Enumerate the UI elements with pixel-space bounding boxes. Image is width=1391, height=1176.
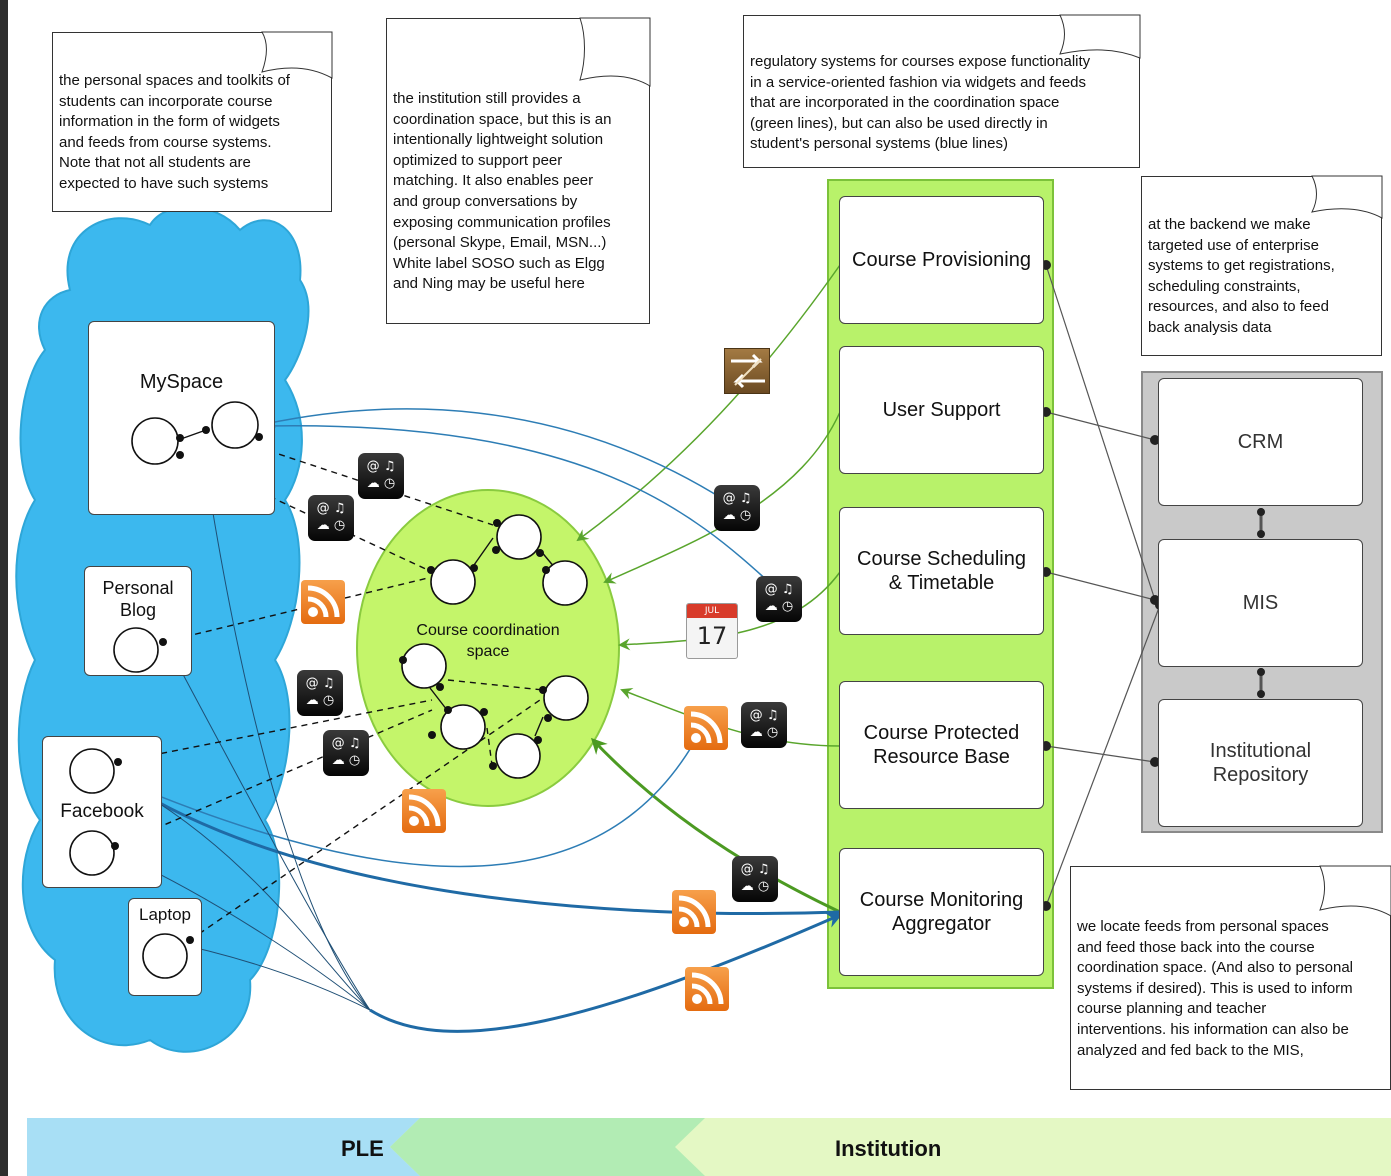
personal-blog-box[interactable]: Personal Blog bbox=[84, 566, 192, 676]
band-ple-label: PLE bbox=[341, 1136, 384, 1161]
crm-box[interactable]: CRM bbox=[1158, 378, 1363, 506]
widget-glyph-top: @ ♫ bbox=[305, 676, 335, 691]
course-resource-base-box[interactable]: Course Protected Resource Base bbox=[839, 681, 1044, 809]
note-backend: at the backend we make targeted use of e… bbox=[1141, 176, 1382, 356]
note-feeds: we locate feeds from personal spaces and… bbox=[1070, 866, 1391, 1090]
widget-icon[interactable]: @ ♫ ☁ ◷ bbox=[308, 495, 354, 541]
course-provisioning-box[interactable]: Course Provisioning bbox=[839, 196, 1044, 324]
widget-glyph-bottom: ☁ ◷ bbox=[305, 693, 335, 708]
rss-icon[interactable] bbox=[685, 967, 729, 1011]
rss-icon[interactable] bbox=[684, 706, 728, 750]
course-monitoring-box[interactable]: Course Monitoring Aggregator bbox=[839, 848, 1044, 976]
widget-glyph-top: @ ♫ bbox=[316, 501, 346, 516]
institutional-repository-box[interactable]: Institutional Repository bbox=[1158, 699, 1363, 827]
myspace-label: MySpace bbox=[139, 371, 224, 393]
widget-icon[interactable]: @ ♫ ☁ ◷ bbox=[732, 856, 778, 902]
rss-icon[interactable] bbox=[301, 580, 345, 624]
widget-glyph-top: @ ♫ bbox=[722, 491, 752, 506]
note-personal-spaces: the personal spaces and toolkits of stud… bbox=[52, 32, 332, 212]
facebook-label: Facebook bbox=[60, 801, 144, 822]
rss-icon[interactable] bbox=[672, 890, 716, 934]
widget-glyph-bottom: ☁ ◷ bbox=[764, 599, 794, 614]
facebook-box[interactable]: Facebook bbox=[42, 736, 162, 888]
widget-glyph-bottom: ☁ ◷ bbox=[749, 725, 779, 740]
crm-label: CRM bbox=[1237, 431, 1284, 453]
widget-glyph-bottom: ☁ ◷ bbox=[366, 476, 396, 491]
widget-icon[interactable]: @ ♫ ☁ ◷ bbox=[358, 453, 404, 499]
course-scheduling-label: Course Scheduling & Timetable bbox=[857, 548, 1026, 594]
note-coordination-space-text: the institution still provides a coordin… bbox=[393, 90, 612, 293]
personal-blog-label: Personal Blog bbox=[102, 578, 174, 620]
widget-glyph-bottom: ☁ ◷ bbox=[316, 518, 346, 533]
coordination-graph-dots bbox=[399, 519, 552, 770]
widget-glyph-top: @ ♫ bbox=[740, 862, 770, 877]
sync-exchange-icon[interactable] bbox=[724, 348, 770, 394]
course-scheduling-box[interactable]: Course Scheduling & Timetable bbox=[839, 507, 1044, 635]
widget-icon[interactable]: @ ♫ ☁ ◷ bbox=[714, 485, 760, 531]
widget-glyph-top: @ ♫ bbox=[764, 582, 794, 597]
coordination-label: Course coordination space bbox=[416, 622, 560, 660]
widget-glyph-bottom: ☁ ◷ bbox=[722, 508, 752, 523]
note-feeds-text: we locate feeds from personal spaces and… bbox=[1077, 918, 1354, 1059]
note-backend-text: at the backend we make targeted use of e… bbox=[1148, 216, 1335, 336]
mis-box[interactable]: MIS bbox=[1158, 539, 1363, 667]
note-personal-spaces-text: the personal spaces and toolkits of stud… bbox=[59, 72, 290, 192]
calendar-month: JUL bbox=[687, 604, 737, 618]
bottom-band bbox=[27, 1118, 1391, 1176]
course-monitoring-label: Course Monitoring Aggregator bbox=[859, 889, 1024, 935]
widget-icon[interactable]: @ ♫ ☁ ◷ bbox=[741, 702, 787, 748]
rss-icon[interactable] bbox=[402, 789, 446, 833]
widget-glyph-bottom: ☁ ◷ bbox=[331, 753, 361, 768]
widget-icon[interactable]: @ ♫ ☁ ◷ bbox=[756, 576, 802, 622]
calendar-day: 17 bbox=[696, 622, 728, 650]
widget-glyph-top: @ ♫ bbox=[331, 736, 361, 751]
widget-icon[interactable]: @ ♫ ☁ ◷ bbox=[323, 730, 369, 776]
mis-label: MIS bbox=[1242, 592, 1279, 614]
coordination-graph-nodes bbox=[401, 514, 589, 779]
user-support-box[interactable]: User Support bbox=[839, 346, 1044, 474]
note-coordination-space: the institution still provides a coordin… bbox=[386, 18, 650, 324]
course-resource-base-label: Course Protected Resource Base bbox=[863, 722, 1020, 768]
widget-glyph-top: @ ♫ bbox=[366, 459, 396, 474]
calendar-icon[interactable]: JUL 17 bbox=[686, 603, 738, 659]
laptop-box[interactable]: Laptop bbox=[128, 898, 202, 996]
widget-glyph-top: @ ♫ bbox=[749, 708, 779, 723]
institutional-repository-label: Institutional Repository bbox=[1209, 740, 1312, 786]
note-regulatory-systems-text: regulatory systems for courses expose fu… bbox=[750, 53, 1091, 153]
note-regulatory-systems: regulatory systems for courses expose fu… bbox=[743, 15, 1140, 168]
blue-service-lines bbox=[109, 408, 843, 1033]
band-institution-label: Institution bbox=[835, 1136, 942, 1161]
myspace-box[interactable]: MySpace bbox=[88, 321, 275, 515]
course-provisioning-label: Course Provisioning bbox=[852, 249, 1031, 271]
widget-icon[interactable]: @ ♫ ☁ ◷ bbox=[297, 670, 343, 716]
widget-glyph-bottom: ☁ ◷ bbox=[740, 879, 770, 894]
laptop-label: Laptop bbox=[139, 905, 191, 924]
user-support-label: User Support bbox=[882, 399, 1001, 421]
